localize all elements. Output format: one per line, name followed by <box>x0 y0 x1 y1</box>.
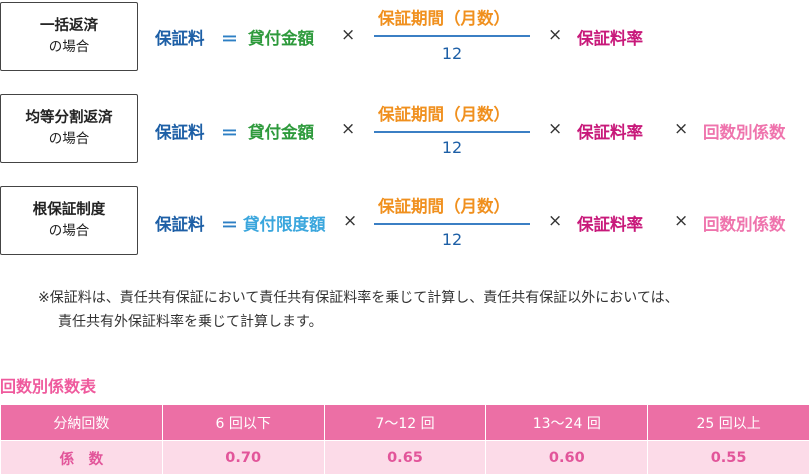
coefficient-table: 分納回数 6 回以下 7〜12 回 13〜24 回 25 回以上 係 数 0.7… <box>0 404 810 474</box>
formula-lump-sum: 保証料 ＝ 貸付金額 × 保証期間（月数） 12 × 保証料率 <box>0 0 810 80</box>
term-coefficient: 回数別係数 <box>703 215 786 234</box>
times-sign: × <box>343 211 358 231</box>
table-cell: 0.65 <box>323 440 487 474</box>
term-denominator: 12 <box>441 230 463 249</box>
table-cell-label: 係 数 <box>0 440 163 474</box>
footnote-line: ※保証料は、責任共有保証において責任共有保証料率を乗じて計算し、責任共有保証以外… <box>38 290 679 306</box>
case-box-lump-sum: 一括返済 の場合 <box>0 2 138 71</box>
table-row: 係 数 0.70 0.65 0.60 0.55 <box>0 440 810 474</box>
case-box-installment: 均等分割返済 の場合 <box>0 94 138 163</box>
table-header-cell: 6 回以下 <box>161 404 325 441</box>
term-coefficient: 回数別係数 <box>703 123 786 142</box>
term-denominator: 12 <box>441 138 463 157</box>
table-cell: 0.70 <box>161 440 325 474</box>
case-label: 根保証制度 <box>32 201 106 218</box>
term-rate: 保証料率 <box>577 29 643 48</box>
times-sign: × <box>548 119 563 139</box>
case-label: 均等分割返済 <box>25 109 113 126</box>
table-header-cell: 分納回数 <box>0 404 163 441</box>
formula-installment: 保証料 ＝ 貸付金額 × 保証期間（月数） 12 × 保証料率 × 回数別係数 <box>0 92 810 172</box>
times-sign: × <box>341 25 356 45</box>
times-sign: × <box>548 211 563 231</box>
term-premium: 保証料 <box>155 29 205 48</box>
footnote: ※保証料は、責任共有保証において責任共有保証料率を乗じて計算し、責任共有保証以外… <box>38 286 808 334</box>
table-title: 回数別係数表 <box>0 377 97 396</box>
table-cell: 0.55 <box>647 440 810 474</box>
fraction-line <box>374 223 530 225</box>
term-period-months: 保証期間（月数） <box>378 9 510 28</box>
table-header-cell: 7〜12 回 <box>323 404 487 441</box>
term-loan-amount: 貸付金額 <box>248 123 314 142</box>
term-premium: 保証料 <box>155 123 205 142</box>
term-loan-limit: 貸付限度額 <box>243 215 326 234</box>
case-sublabel: の場合 <box>48 222 90 239</box>
table-cell: 0.60 <box>485 440 649 474</box>
table-header-cell: 25 回以上 <box>647 404 810 441</box>
term-period-months: 保証期間（月数） <box>378 197 510 216</box>
times-sign: × <box>674 119 689 139</box>
term-denominator: 12 <box>441 44 463 63</box>
case-label: 一括返済 <box>40 17 98 34</box>
term-rate: 保証料率 <box>577 215 643 234</box>
case-sublabel: の場合 <box>48 130 90 147</box>
table-header-row: 分納回数 6 回以下 7〜12 回 13〜24 回 25 回以上 <box>0 404 810 441</box>
term-loan-amount: 貸付金額 <box>248 29 314 48</box>
fraction-line <box>374 35 530 37</box>
times-sign: × <box>548 25 563 45</box>
case-sublabel: の場合 <box>48 38 90 55</box>
case-box-revolving: 根保証制度 の場合 <box>0 186 138 255</box>
footnote-line: 責任共有外保証料率を乗じて計算します。 <box>58 314 323 330</box>
formula-revolving: 保証料 ＝ 貸付限度額 × 保証期間（月数） 12 × 保証料率 × 回数別係数 <box>0 184 810 264</box>
times-sign: × <box>341 119 356 139</box>
times-sign: × <box>674 211 689 231</box>
term-rate: 保証料率 <box>577 123 643 142</box>
fraction-line <box>374 131 530 133</box>
table-header-cell: 13〜24 回 <box>485 404 649 441</box>
equals-sign: ＝ <box>221 216 238 236</box>
term-period-months: 保証期間（月数） <box>378 105 510 124</box>
equals-sign: ＝ <box>221 30 238 50</box>
equals-sign: ＝ <box>221 124 238 144</box>
term-premium: 保証料 <box>155 215 205 234</box>
